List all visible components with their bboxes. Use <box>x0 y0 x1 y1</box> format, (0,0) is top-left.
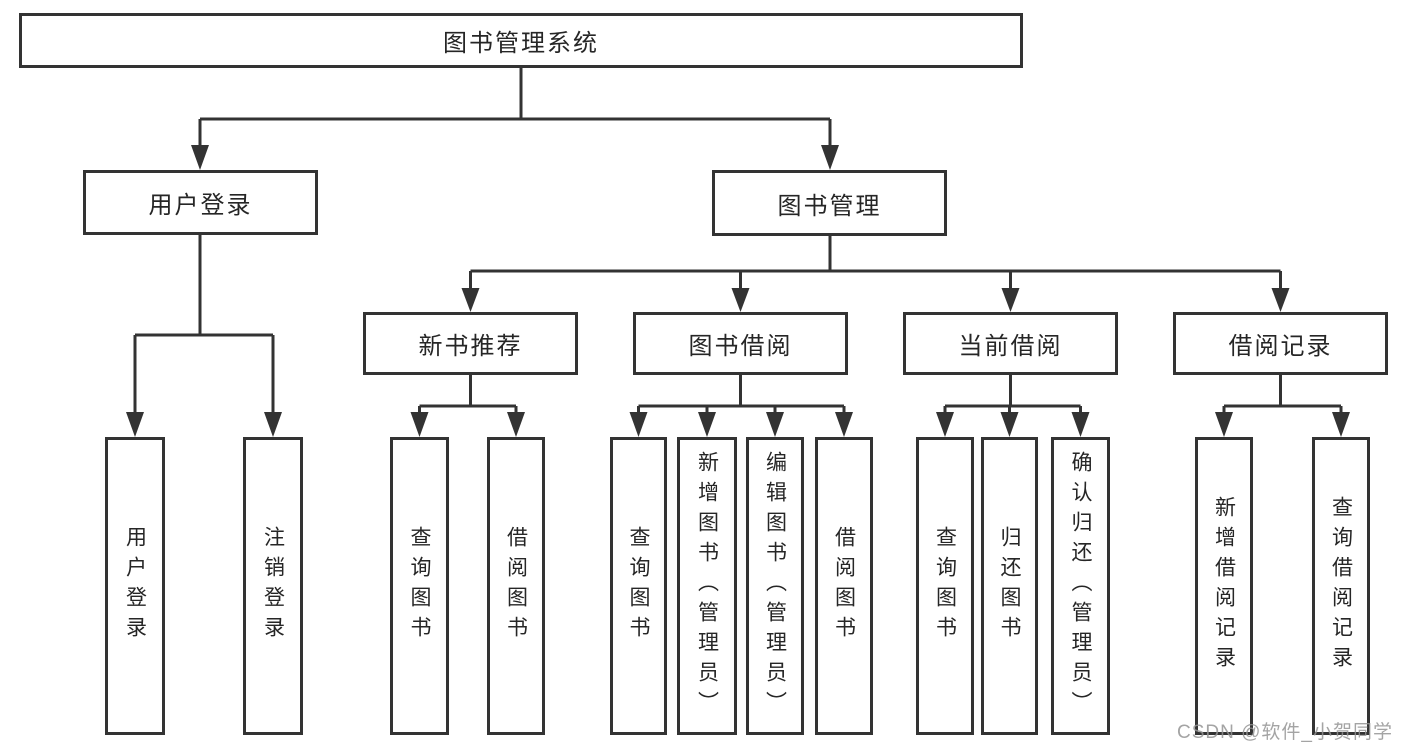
node-book-borrow: 图书借阅 <box>633 312 848 375</box>
connector-borrow-children <box>629 375 853 437</box>
node-new-book-recommend-label: 新书推荐 <box>418 333 523 360</box>
leaf-borrow-borrow-book-label: 借阅图书 <box>832 526 856 646</box>
leaf-borrow-borrow-book: 借阅图书 <box>815 437 873 735</box>
connector-root-to-level2 <box>191 68 839 170</box>
leaf-recommend-borrow-book: 借阅图书 <box>487 437 545 735</box>
leaf-borrow-add-book-admin-label: 新增图书（管理员） <box>695 451 719 721</box>
leaf-current-confirm-return-admin: 确认归还（管理员） <box>1051 437 1110 735</box>
leaf-current-confirm-return-admin-label: 确认归还（管理员） <box>1069 451 1092 721</box>
node-book-borrow-label: 图书借阅 <box>688 333 793 360</box>
leaf-user-login: 用户登录 <box>105 437 165 735</box>
leaf-current-return-book: 归还图书 <box>981 437 1038 735</box>
node-new-book-recommend: 新书推荐 <box>363 312 578 375</box>
csdn-watermark: CSDN @软件_小贺同学 <box>1177 722 1393 743</box>
node-root-label: 图书管理系统 <box>443 30 599 57</box>
node-borrow-records-label: 借阅记录 <box>1228 333 1333 360</box>
leaf-records-add-record: 新增借阅记录 <box>1195 437 1253 735</box>
leaf-current-query-book-label: 查询图书 <box>933 526 957 646</box>
node-current-borrow-label: 当前借阅 <box>958 333 1063 360</box>
leaf-recommend-borrow-book-label: 借阅图书 <box>504 526 528 646</box>
connector-user-login-children <box>126 235 282 437</box>
connector-book-management-children <box>461 236 1290 312</box>
leaf-current-query-book: 查询图书 <box>916 437 974 735</box>
leaf-records-query-record-label: 查询借阅记录 <box>1329 496 1353 676</box>
node-user-login-label: 用户登录 <box>148 192 253 219</box>
leaf-borrow-edit-book-admin-label: 编辑图书（管理员） <box>763 451 787 721</box>
leaf-logout-login: 注销登录 <box>243 437 303 735</box>
node-current-borrow: 当前借阅 <box>903 312 1118 375</box>
connector-records-children <box>1215 375 1350 437</box>
connector-current-children <box>936 375 1090 437</box>
leaf-recommend-query-book-label: 查询图书 <box>408 526 431 646</box>
node-book-management-label: 图书管理 <box>777 192 882 220</box>
node-book-management: 图书管理 <box>712 170 947 236</box>
node-root: 图书管理系统 <box>19 13 1023 68</box>
leaf-records-add-record-label: 新增借阅记录 <box>1212 496 1236 676</box>
leaf-current-return-book-label: 归还图书 <box>998 526 1021 646</box>
leaf-logout-login-label: 注销登录 <box>261 526 285 646</box>
node-user-login: 用户登录 <box>83 170 318 235</box>
leaf-recommend-query-book: 查询图书 <box>390 437 449 735</box>
leaf-user-login-label: 用户登录 <box>123 526 147 646</box>
leaf-borrow-query-book: 查询图书 <box>610 437 667 735</box>
leaf-records-query-record: 查询借阅记录 <box>1312 437 1370 735</box>
leaf-borrow-query-book-label: 查询图书 <box>627 526 650 646</box>
connector-recommend-children <box>410 375 525 437</box>
leaf-borrow-add-book-admin: 新增图书（管理员） <box>677 437 737 735</box>
leaf-borrow-edit-book-admin: 编辑图书（管理员） <box>746 437 804 735</box>
node-borrow-records: 借阅记录 <box>1173 312 1388 375</box>
